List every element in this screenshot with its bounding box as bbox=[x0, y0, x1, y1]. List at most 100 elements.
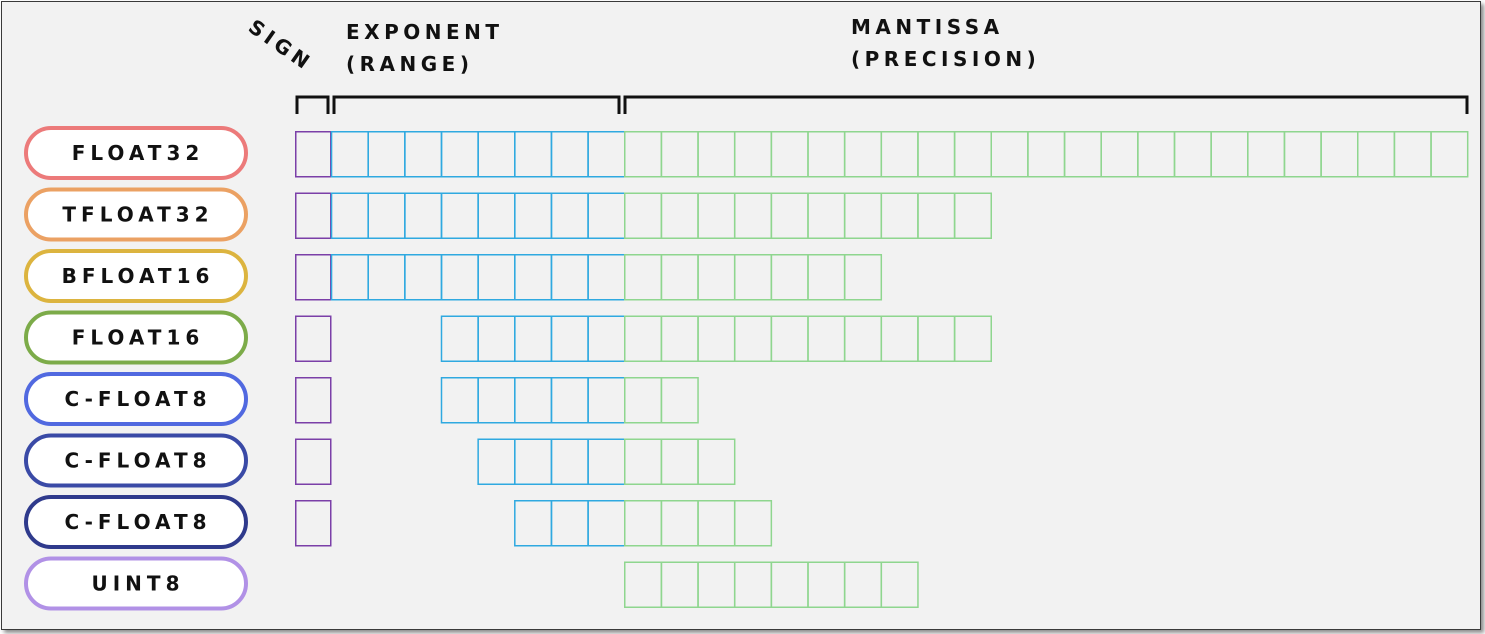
mantissa-bit-cell bbox=[697, 192, 736, 239]
mantissa-bit-cell bbox=[624, 377, 663, 424]
mantissa-bit-cell bbox=[624, 500, 663, 547]
mantissa-bit-cell bbox=[770, 315, 809, 362]
exponent-bit-cell bbox=[440, 377, 479, 424]
format-label-pill bbox=[24, 556, 248, 611]
format-label: C-FLOAT8 bbox=[64, 387, 211, 411]
format-label: UINT8 bbox=[92, 572, 185, 596]
mantissa-bit-cell bbox=[624, 254, 663, 301]
sign-header: SIGN bbox=[244, 14, 318, 76]
mantissa-bit-cell bbox=[660, 500, 699, 547]
exponent-bit-cell bbox=[550, 254, 589, 301]
mantissa-bit-cell bbox=[1247, 131, 1286, 178]
exponent-bit-cell bbox=[587, 254, 626, 301]
mantissa-bit-cell bbox=[917, 192, 956, 239]
mantissa-bit-cell bbox=[1320, 131, 1359, 178]
exponent-bit-cell bbox=[587, 377, 626, 424]
mantissa-bit-cell bbox=[953, 131, 992, 178]
mantissa-bit-cell bbox=[1027, 131, 1066, 178]
mantissa-header-line2: (PRECISION) bbox=[851, 47, 1040, 71]
exponent-bit-cell bbox=[367, 254, 406, 301]
format-label-pill bbox=[24, 310, 248, 365]
exponent-bit-cell bbox=[440, 192, 479, 239]
exponent-bit-cell bbox=[330, 192, 369, 239]
mantissa-bit-cell bbox=[770, 192, 809, 239]
format-row: C-FLOAT8 bbox=[24, 372, 699, 426]
format-row: C-FLOAT8 bbox=[24, 433, 736, 488]
mantissa-bit-cell bbox=[953, 192, 992, 239]
format-label: FLOAT32 bbox=[72, 141, 205, 165]
mantissa-bit-cell bbox=[880, 192, 919, 239]
exponent-bit-cell bbox=[514, 438, 553, 485]
mantissa-bit-cell bbox=[880, 561, 919, 608]
format-row: TFLOAT32 bbox=[24, 187, 992, 242]
format-row: UINT8 bbox=[24, 556, 919, 611]
format-row: FLOAT32 bbox=[24, 126, 1469, 180]
mantissa-bit-cell bbox=[1393, 131, 1432, 178]
mantissa-bit-cell bbox=[733, 192, 773, 239]
exponent-bit-cell bbox=[440, 254, 479, 301]
format-label: BFLOAT16 bbox=[62, 264, 215, 288]
mantissa-bit-cell bbox=[733, 131, 773, 178]
mantissa-bit-cell bbox=[880, 315, 919, 362]
exponent-bit-cell bbox=[367, 131, 406, 178]
format-row: C-FLOAT8 bbox=[24, 495, 773, 549]
format-label: FLOAT16 bbox=[72, 326, 205, 350]
mantissa-bit-cell bbox=[697, 131, 736, 178]
exponent-bit-cell bbox=[477, 377, 516, 424]
sign-bit-cell bbox=[295, 377, 332, 424]
mantissa-bit-cell bbox=[1100, 131, 1139, 178]
exponent-bit-cell bbox=[404, 254, 443, 301]
exponent-bit-cell bbox=[514, 315, 553, 362]
exponent-bit-cell bbox=[514, 131, 553, 178]
exponent-bit-cell bbox=[477, 315, 516, 362]
exponent-bit-cell bbox=[587, 438, 626, 485]
exponent-bit-cell bbox=[587, 192, 626, 239]
exponent-bit-cell bbox=[514, 500, 553, 547]
format-row: BFLOAT16 bbox=[24, 249, 883, 303]
mantissa-bit-cell bbox=[990, 131, 1029, 178]
mantissa-bit-cell bbox=[807, 131, 846, 178]
exponent-bit-cell bbox=[550, 500, 589, 547]
mantissa-bit-cell bbox=[697, 561, 736, 608]
sign-bit-cell bbox=[295, 254, 332, 301]
mantissa-bit-cell bbox=[733, 500, 773, 547]
exponent-header-line2: (RANGE) bbox=[346, 52, 473, 76]
mantissa-bit-cell bbox=[697, 438, 736, 485]
mantissa-bit-cell bbox=[770, 131, 809, 178]
exponent-bit-cell bbox=[330, 254, 369, 301]
format-row: FLOAT16 bbox=[24, 310, 992, 365]
mantissa-bit-cell bbox=[733, 561, 773, 608]
format-label-pill bbox=[24, 372, 248, 426]
mantissa-bit-cell bbox=[880, 131, 919, 178]
mantissa-header-line1: MANTISSA bbox=[851, 15, 1004, 39]
mantissa-bit-cell bbox=[733, 315, 773, 362]
mantissa-bit-cell bbox=[624, 192, 663, 239]
format-label-pill bbox=[24, 187, 248, 242]
format-label: C-FLOAT8 bbox=[64, 510, 211, 534]
mantissa-bit-cell bbox=[843, 131, 883, 178]
exponent-bit-cell bbox=[514, 377, 553, 424]
exponent-bit-cell bbox=[550, 377, 589, 424]
exponent-bit-cell bbox=[330, 131, 369, 178]
mantissa-bit-cell bbox=[1173, 131, 1212, 178]
mantissa-bit-cell bbox=[770, 254, 809, 301]
mantissa-bit-cell bbox=[843, 192, 883, 239]
mantissa-bit-cell bbox=[624, 438, 663, 485]
sign-bit-cell bbox=[295, 500, 332, 547]
exponent-bit-cell bbox=[514, 192, 553, 239]
mantissa-bit-cell bbox=[697, 254, 736, 301]
sign-bit-cell bbox=[295, 192, 332, 239]
mantissa-bit-cell bbox=[624, 561, 663, 608]
format-label: TFLOAT32 bbox=[62, 203, 213, 227]
exponent-bit-cell bbox=[587, 500, 626, 547]
exponent-bit-cell bbox=[477, 192, 516, 239]
mantissa-bit-cell bbox=[770, 561, 809, 608]
sign-bit-cell bbox=[295, 438, 332, 485]
mantissa-bit-cell bbox=[1283, 131, 1322, 178]
exponent-bit-cell bbox=[440, 131, 479, 178]
mantissa-bit-cell bbox=[843, 315, 883, 362]
exponent-bit-cell bbox=[550, 131, 589, 178]
mantissa-bit-cell bbox=[697, 315, 736, 362]
sign-bracket bbox=[295, 95, 330, 114]
exponent-bit-cell bbox=[587, 131, 626, 178]
